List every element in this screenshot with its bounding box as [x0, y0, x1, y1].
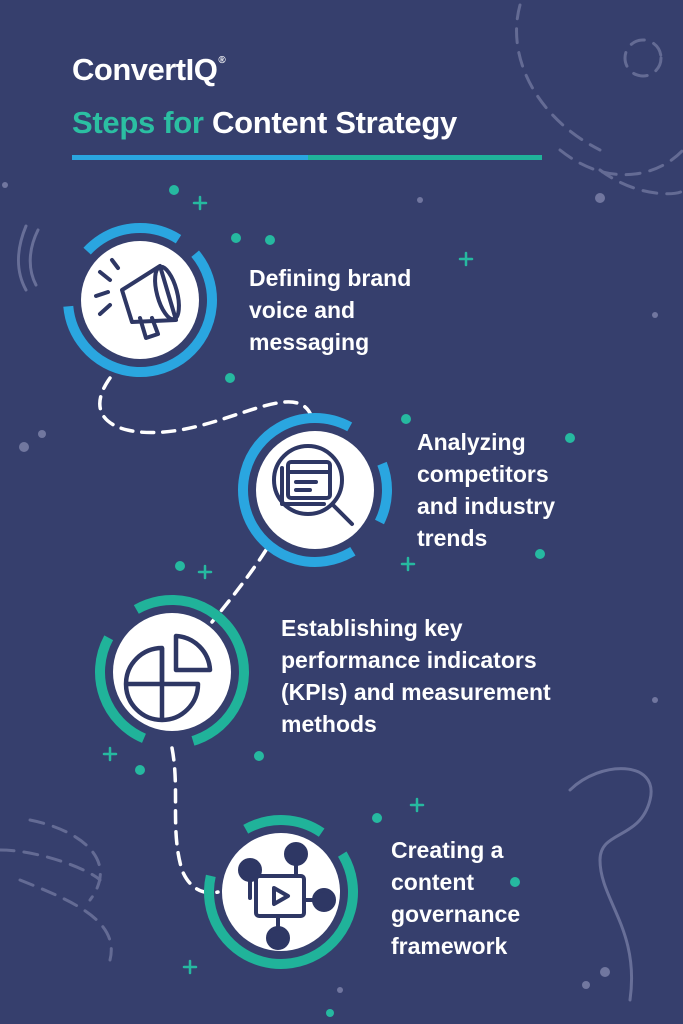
title-underline-teal — [308, 155, 542, 160]
step-3-badge — [95, 595, 249, 749]
magnifier-browser-icon — [272, 444, 354, 526]
registered-mark: ® — [218, 54, 226, 66]
step-2-text: Analyzing competitors and industry trend… — [417, 429, 556, 551]
step-1-text: Defining brand voice and messaging — [249, 265, 412, 355]
step-1-badge — [63, 223, 217, 377]
step-3-text: Establishing key performance indicators … — [281, 615, 551, 737]
title-main: Content Strategy — [211, 105, 457, 140]
workflow-video-icon — [238, 842, 336, 950]
title-accent: Steps for — [72, 105, 204, 140]
title-underline-blue — [72, 155, 308, 160]
brand-logo: ConvertIQ® — [72, 52, 226, 88]
megaphone-icon — [94, 258, 181, 340]
step-4-text: Creating a content governance framework — [391, 837, 521, 959]
page-title: Steps for Content Strategy — [72, 105, 457, 141]
brand-name: ConvertIQ — [72, 52, 218, 87]
pie-chart-icon — [123, 633, 213, 723]
step-2-badge — [238, 413, 392, 567]
